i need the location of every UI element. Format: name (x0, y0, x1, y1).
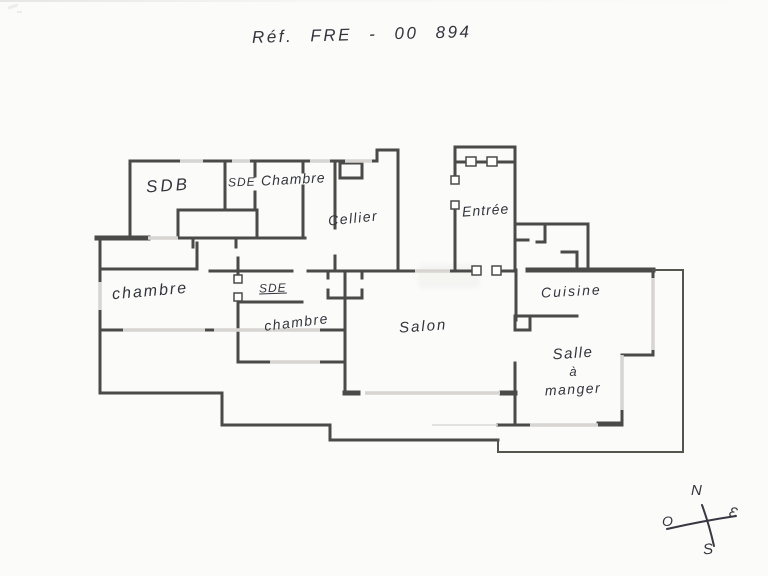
salle-line-1: Salle (552, 343, 594, 364)
compass-south-label: S (702, 540, 714, 559)
walls (94, 145, 684, 453)
compass-east-label: Ɛ (727, 503, 739, 521)
room-label-sdb: SDB (145, 174, 191, 197)
scan-edge-artifact (0, 0, 768, 2)
door-posts (233, 156, 502, 302)
compass-north-label: N (691, 482, 702, 499)
room-label-salon: Salon (398, 316, 448, 337)
room-label-cuisine: Cuisine (540, 281, 603, 301)
compass-icon (666, 504, 737, 547)
compass-west-label: O (662, 513, 673, 529)
windows (98, 159, 655, 427)
room-label-sde-top: SDE (227, 174, 256, 190)
room-label-chambre-top: Chambre (260, 169, 326, 189)
room-label-sde-middle: SDE (258, 280, 287, 296)
room-label-salle-a-manger: Salle à manger (528, 343, 618, 399)
room-label-entree: Entrée (461, 200, 510, 220)
salle-line-2: à (569, 364, 577, 379)
scan-artifact (17, 11, 22, 13)
salle-line-3: manger (544, 379, 602, 399)
scan-artifact (418, 264, 480, 288)
